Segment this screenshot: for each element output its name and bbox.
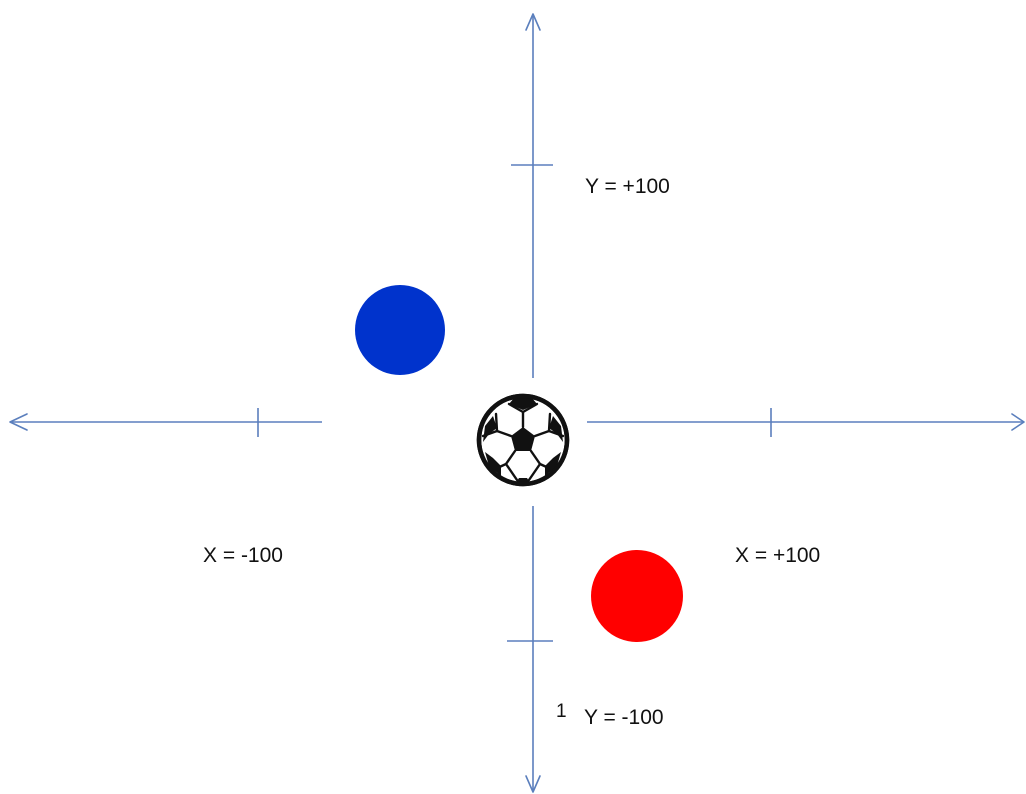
y-axis-arrow-down <box>525 775 541 793</box>
soccer-ball-icon <box>476 393 570 487</box>
y-minus-label: Y = -100 <box>584 706 664 729</box>
y-axis-arrow-up <box>525 13 541 31</box>
red-player-marker <box>591 550 683 642</box>
x-axis-arrow-left <box>9 413 28 431</box>
x-minus-label: X = -100 <box>203 544 283 567</box>
footnote-marker: 1 <box>556 701 567 722</box>
y-plus-label: Y = +100 <box>585 175 670 198</box>
x-plus-label: X = +100 <box>735 544 820 567</box>
x-axis-arrow-right <box>1011 413 1025 431</box>
blue-player-marker <box>355 285 445 375</box>
